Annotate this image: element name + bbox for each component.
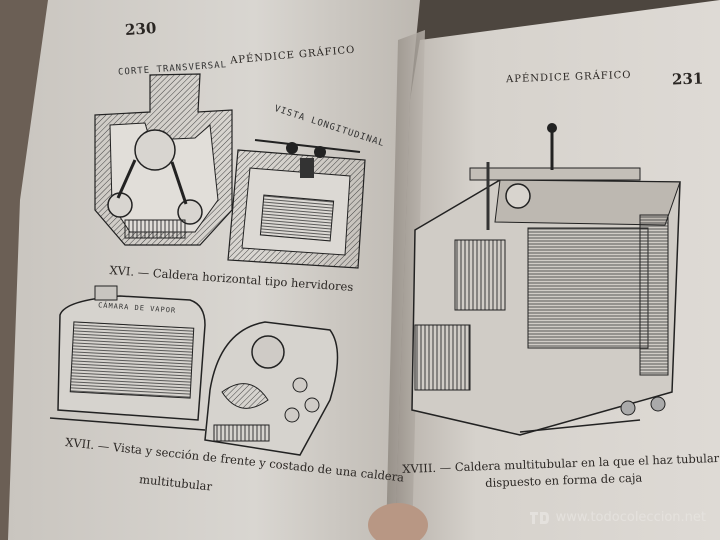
figure-xvii-side-section (204, 321, 339, 456)
left-page-number: 230 (124, 18, 157, 40)
watermark: www.todocoleccion.net (528, 508, 706, 526)
finger (368, 503, 428, 540)
book-gutter (386, 30, 425, 540)
right-page-number: 231 (671, 69, 704, 89)
watermark-text: www.todocoleccion.net (555, 509, 706, 525)
todocoleccion-logo-icon (529, 512, 549, 524)
figure-xvi-longitudinal-view (227, 139, 366, 269)
figure-xvii-front-view (49, 285, 206, 431)
figure-xviii-box-boiler (411, 123, 681, 436)
figure-xvi-cross-section (94, 73, 233, 246)
